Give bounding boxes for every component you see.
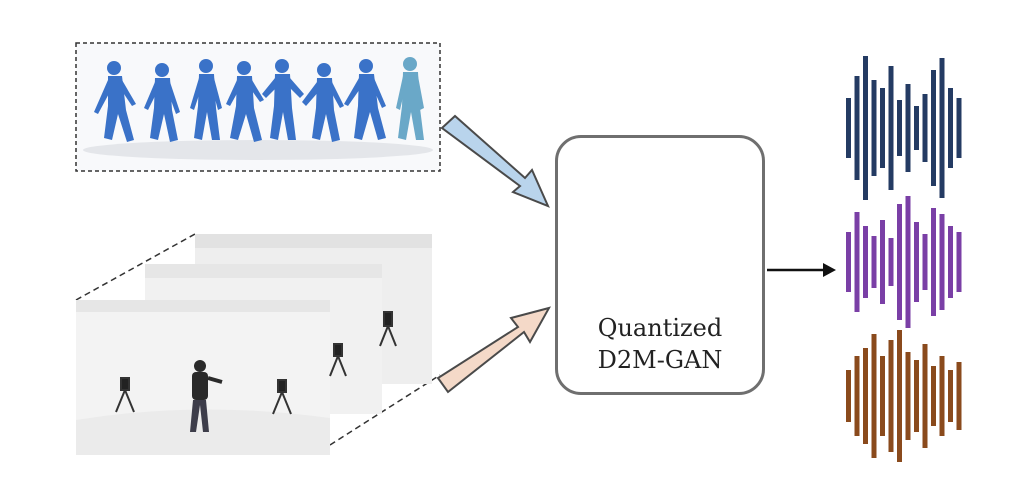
token-2-label: 2 (622, 189, 632, 208)
waveform-bar (846, 232, 851, 292)
row1-ellipsis: ··· (671, 187, 690, 211)
waveform-bar (956, 362, 962, 430)
waveform-bar (897, 330, 902, 462)
waveform-bar (914, 360, 919, 432)
waveform-bar (846, 370, 851, 422)
waveform-icon (846, 56, 962, 462)
waveform-bar (871, 334, 877, 458)
multi-camera-studio-image (75, 233, 441, 455)
waveform-bar (880, 356, 885, 436)
output-arrow (767, 263, 836, 277)
waveform-bar (863, 226, 868, 298)
waveform-bar (956, 98, 962, 158)
video-input-arrow (436, 306, 552, 394)
waveform-bar (931, 208, 936, 316)
waveform-bar (939, 58, 945, 198)
waveform-bar (863, 56, 868, 200)
motion-sequence-panel (75, 42, 441, 172)
waveform-bar (897, 204, 902, 320)
waveform-bar (948, 88, 953, 168)
waveform-bar (948, 370, 953, 422)
token-k-label: k (585, 249, 595, 268)
token-1-label: 1 (585, 189, 595, 208)
waveform-bar (888, 238, 894, 286)
waveform-bar (871, 80, 877, 176)
waveform-bar (956, 232, 962, 292)
waveform-bar (888, 340, 894, 452)
waveform-bar (939, 214, 945, 310)
waveform-bar (914, 106, 919, 150)
waveform-bar (922, 234, 928, 290)
vertical-ellipsis: ··· (583, 222, 596, 238)
waveform-bar (931, 366, 936, 426)
waveform-bar (863, 348, 868, 444)
waveform-bar (897, 100, 902, 156)
waveform-bar (854, 76, 860, 180)
waveform-bar (888, 66, 894, 190)
waveform-bar (905, 196, 911, 328)
waveform-bar (871, 236, 877, 288)
token-grid: 1 2 9 k N ··· ··· ··· (571, 180, 755, 276)
motion-input-arrow (440, 114, 550, 208)
token-9-label: 9 (730, 189, 740, 208)
waveform-bar (922, 344, 928, 448)
token-N-label: N (728, 249, 742, 268)
waveform-bar (905, 352, 911, 440)
waveform-bar (854, 356, 860, 436)
waveform-bar (914, 222, 919, 302)
waveform-bar (939, 356, 945, 436)
waveform-bar (948, 226, 953, 298)
dancer-motion-sequence-image (94, 57, 424, 142)
waveform-bar (931, 70, 936, 186)
waveform-bar (922, 94, 928, 162)
waveform-bar (880, 88, 885, 168)
waveform-bar (846, 98, 851, 158)
waveform-bar (854, 212, 860, 312)
waveform-bar (880, 220, 885, 304)
row2-ellipsis: ··· (671, 247, 690, 271)
waveform-bar (905, 84, 911, 172)
